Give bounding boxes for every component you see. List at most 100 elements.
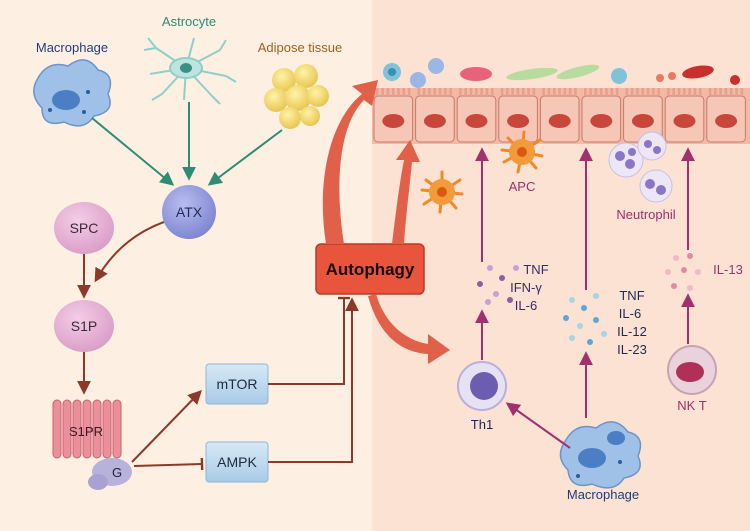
- mtor-node: mTOR: [205, 363, 269, 405]
- microvilli: [422, 88, 426, 96]
- microvilli: [376, 88, 379, 96]
- microvilli: [438, 88, 442, 96]
- mac-cytokine-2: IL-6: [619, 306, 641, 321]
- microvilli: [667, 88, 670, 96]
- neutrophil-cells-icon: [608, 131, 673, 203]
- microvilli: [532, 88, 536, 96]
- microvilli: [724, 88, 728, 96]
- microvilli: [563, 88, 567, 96]
- macrophage-cytokines: TNF IL-6 IL-12 IL-23: [617, 288, 647, 357]
- autophagy-to-immune-arrow: [368, 294, 450, 364]
- s1pr-label: S1PR: [69, 424, 103, 439]
- microvilli: [417, 88, 421, 96]
- atx-to-s1p-arrow: [94, 221, 165, 283]
- nkt-label: NK T: [677, 398, 706, 413]
- microvilli: [449, 88, 452, 96]
- macrophage-to-atx-arrow: [91, 117, 175, 186]
- microvilli: [397, 88, 400, 96]
- autophagy-effect-arrows: [322, 80, 450, 364]
- microvilli: [433, 88, 436, 96]
- microvilli: [699, 88, 702, 96]
- microvilli: [500, 88, 504, 96]
- th1-cytokine-1: TNF: [523, 262, 548, 277]
- g-label: G: [112, 465, 122, 480]
- microvilli: [610, 88, 613, 96]
- microvilli: [719, 88, 722, 96]
- dendritic-cell-icon: [420, 170, 464, 214]
- adipose-to-atx-arrow: [207, 129, 283, 186]
- microvilli: [506, 88, 509, 96]
- microvilli: [693, 88, 697, 96]
- adipose-cells-icon: [264, 64, 329, 129]
- pathway-arrows: [77, 221, 165, 395]
- autophagy-label: Autophagy: [326, 260, 415, 279]
- ampk-node: AMPK: [205, 441, 269, 483]
- source-arrows: [91, 102, 283, 186]
- microvilli: [568, 88, 572, 96]
- microvilli: [542, 88, 545, 96]
- epithelial-nucleus: [548, 114, 571, 128]
- microvilli: [594, 88, 598, 96]
- spc-node: SPC: [54, 202, 114, 254]
- microvilli: [584, 88, 587, 96]
- apc-label: APC: [509, 179, 536, 194]
- epithelial-nucleus: [507, 114, 530, 128]
- microvilli: [491, 88, 494, 96]
- microvilli: [511, 88, 514, 96]
- th1-cell-icon: [457, 361, 507, 411]
- nkt-cell-icon: [667, 345, 717, 395]
- epithelial-nucleus: [631, 114, 654, 128]
- microvilli: [558, 88, 561, 96]
- microvilli: [714, 88, 717, 96]
- microvilli: [444, 88, 447, 96]
- microvilli: [605, 88, 608, 96]
- microvilli: [735, 88, 738, 96]
- macrophage-bottom-label: Macrophage: [567, 487, 639, 502]
- mtor-inhibits-autophagy: [268, 296, 350, 385]
- atx-node: ATX: [162, 185, 216, 239]
- microvilli: [708, 88, 712, 96]
- microvilli: [381, 88, 384, 96]
- mac-cytokine-3: IL-12: [617, 324, 647, 339]
- th1-cytokine-2: IFN-γ: [510, 280, 542, 295]
- microvilli: [688, 88, 691, 96]
- epithelial-nucleus: [423, 114, 446, 128]
- ampk-to-autophagy-arrow: [268, 297, 359, 463]
- microvilli: [672, 88, 675, 96]
- nkt-cytokine-dots: [665, 253, 701, 291]
- signaling-arrows: [131, 296, 359, 471]
- epithelial-nucleus: [382, 114, 405, 128]
- epithelial-nucleus: [673, 114, 696, 128]
- epithelial-nucleus: [590, 114, 613, 128]
- microvilli: [522, 88, 525, 96]
- macrophage-label: Macrophage: [36, 40, 108, 55]
- neutrophil-label: Neutrophil: [616, 207, 675, 222]
- macrophage-to-th1-arrow: [505, 402, 571, 449]
- immune-arrows: [475, 147, 695, 449]
- microvilli: [625, 88, 629, 96]
- epithelial-nucleus: [465, 114, 488, 128]
- astrocyte-source: Astrocyte: [143, 14, 237, 105]
- s1pr-receptor-icon: S1PR: [52, 399, 122, 459]
- microvilli: [615, 88, 619, 96]
- astrocyte-label: Astrocyte: [162, 14, 216, 29]
- mac-cytokine-1: TNF: [619, 288, 644, 303]
- microvilli: [547, 88, 551, 96]
- microvilli: [480, 88, 483, 96]
- microvilli: [589, 88, 592, 96]
- microvilli: [475, 88, 478, 96]
- microvilli: [407, 88, 411, 96]
- microvilli: [386, 88, 390, 96]
- microbiota: [383, 58, 740, 88]
- autophagy-node: Autophagy: [315, 243, 425, 295]
- th1-cytokines: TNF IFN-γ IL-6: [510, 262, 549, 313]
- microvilli: [657, 88, 660, 96]
- macrophage-cell-icon: [33, 59, 112, 127]
- bacteria-icon: [383, 58, 740, 88]
- th1-cytokine-3: IL-6: [515, 298, 537, 313]
- adipose-label: Adipose tissue: [258, 40, 343, 55]
- epithelial-nucleus: [715, 114, 738, 128]
- microvilli: [730, 88, 733, 96]
- microvilli: [464, 88, 467, 96]
- autophagy-to-epithelium-arrow: [392, 140, 420, 244]
